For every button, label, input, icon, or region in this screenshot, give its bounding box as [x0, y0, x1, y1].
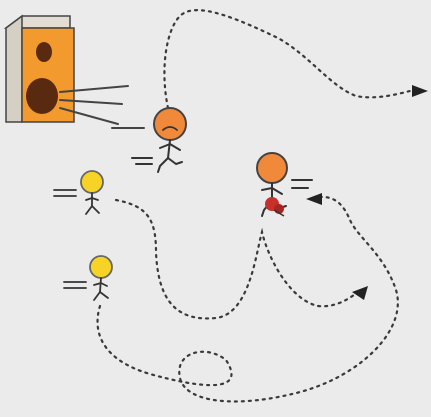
- arrow-head-up: [352, 286, 368, 300]
- arrow-head-left: [306, 193, 322, 205]
- runner-figure-flower: [256, 152, 313, 217]
- path-walker-lower: [96, 195, 399, 403]
- path-runner: [163, 9, 412, 110]
- red-flower-icon: [265, 197, 285, 217]
- runner-head-2: [256, 152, 288, 184]
- walker-figure-2: [63, 255, 113, 301]
- sound-lines: [59, 85, 145, 129]
- speaker-woofer: [26, 78, 58, 114]
- runner-head: [153, 107, 187, 141]
- walker-head-2: [89, 255, 113, 279]
- walker-figure: [53, 170, 104, 215]
- arrow-head-right: [412, 85, 428, 97]
- walker-head: [80, 170, 104, 194]
- dotted-paths: [96, 9, 412, 403]
- speaker-tweeter: [36, 42, 52, 62]
- runner-figure: [131, 107, 187, 173]
- speaker-icon: [3, 14, 75, 123]
- path-walker-upper: [114, 198, 360, 320]
